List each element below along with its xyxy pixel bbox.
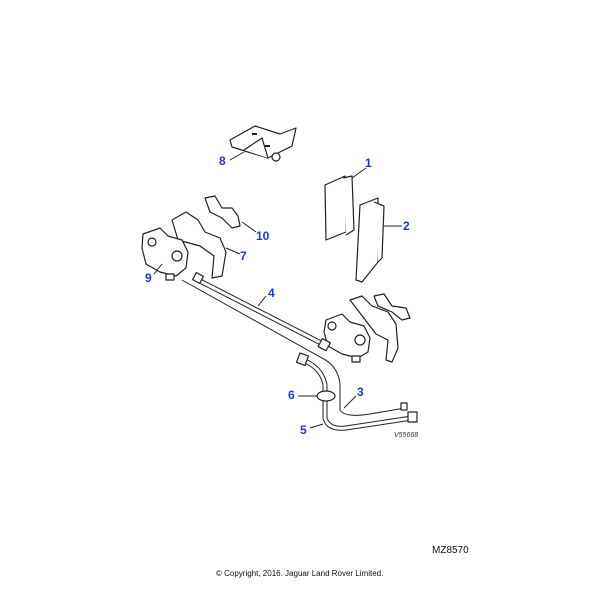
callout-9: 9	[145, 271, 152, 285]
part-8-hinge-bracket	[229, 125, 297, 162]
part-9-latch	[141, 227, 189, 281]
latch-assembly-right	[323, 293, 411, 363]
leader-lines	[153, 151, 402, 429]
callout-8: 8	[219, 154, 226, 168]
copyright-notice: © Copyright, 2016. Jaguar Land Rover Lim…	[216, 569, 384, 578]
part-5-tube	[295, 352, 418, 431]
callout-10: 10	[256, 229, 270, 243]
part-7-bracket	[171, 211, 227, 279]
callout-7: 7	[240, 249, 247, 263]
callout-4: 4	[268, 286, 275, 300]
callout-1: 1	[365, 156, 372, 170]
callout-2: 2	[403, 219, 410, 233]
callout-3: 3	[357, 385, 364, 399]
callout-6: 6	[288, 388, 295, 402]
drawing-reference: V55668	[394, 432, 419, 439]
part-6-grommet	[316, 390, 336, 402]
part-10-shim	[204, 195, 241, 229]
callout-5: 5	[300, 423, 307, 437]
part-4-cable	[181, 271, 406, 416]
part-1-latch-plate	[324, 175, 355, 241]
diagram-code: MZ8570	[432, 545, 469, 556]
part-2-striker-plate	[355, 197, 385, 283]
